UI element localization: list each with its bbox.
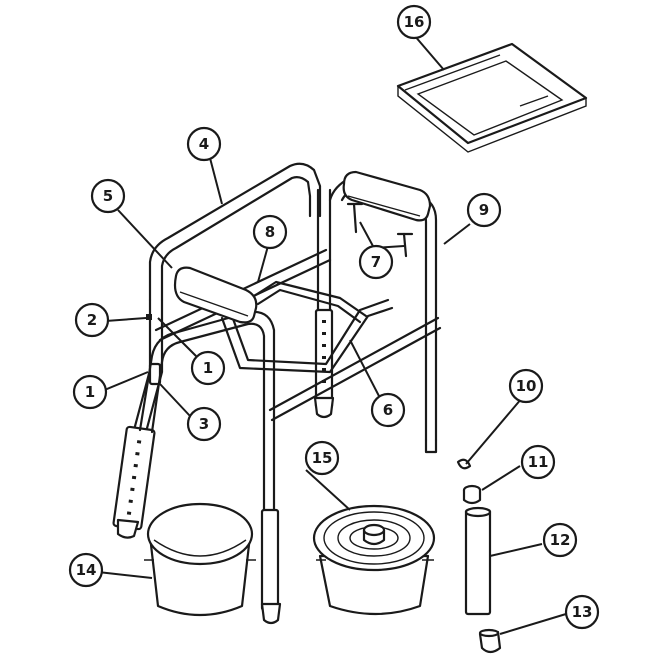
callout-15: 15: [304, 440, 340, 476]
callout-8: 8: [252, 214, 288, 250]
callout-label: 16: [404, 13, 425, 31]
screws: [346, 202, 414, 258]
callout-label: 4: [199, 135, 209, 153]
callout-12: 12: [542, 522, 578, 558]
left-side-frame: [112, 266, 282, 625]
callout-label: 2: [87, 311, 97, 329]
callout-label: 10: [516, 377, 537, 395]
callout-label: 15: [312, 449, 333, 467]
callout-9: 9: [466, 192, 502, 228]
callout-11: 11: [520, 444, 556, 480]
callout-1-lower: 1: [72, 374, 108, 410]
callout-label: 5: [103, 187, 113, 205]
bucket-left: [144, 502, 256, 617]
callout-10: 10: [508, 368, 544, 404]
callout-4: 4: [186, 126, 222, 162]
callout-6: 6: [370, 392, 406, 428]
callout-label: 3: [199, 415, 209, 433]
callout-2: 2: [74, 302, 110, 338]
bucket-right-with-lid: [312, 504, 436, 616]
callout-label: 9: [479, 201, 489, 219]
callout-label: 1: [85, 383, 95, 401]
callout-label: 6: [383, 401, 393, 419]
callout-13: 13: [564, 594, 600, 630]
callout-16: 16: [396, 4, 432, 40]
callout-1-upper: 1: [190, 350, 226, 386]
leg-extension-parts: [456, 458, 502, 654]
callout-label: 7: [371, 253, 381, 271]
callout-7: 7: [358, 244, 394, 280]
leader-lines: [89, 34, 567, 635]
callout-label: 13: [572, 603, 593, 621]
callout-label: 12: [550, 531, 571, 549]
callout-label: 8: [265, 223, 275, 241]
callout-3: 3: [186, 406, 222, 442]
seat-panel: [396, 42, 588, 153]
callout-label: 1: [203, 359, 213, 377]
callout-14: 14: [68, 552, 104, 588]
callout-5: 5: [90, 178, 126, 214]
callout-label: 14: [76, 561, 97, 579]
callout-label: 11: [528, 453, 549, 471]
